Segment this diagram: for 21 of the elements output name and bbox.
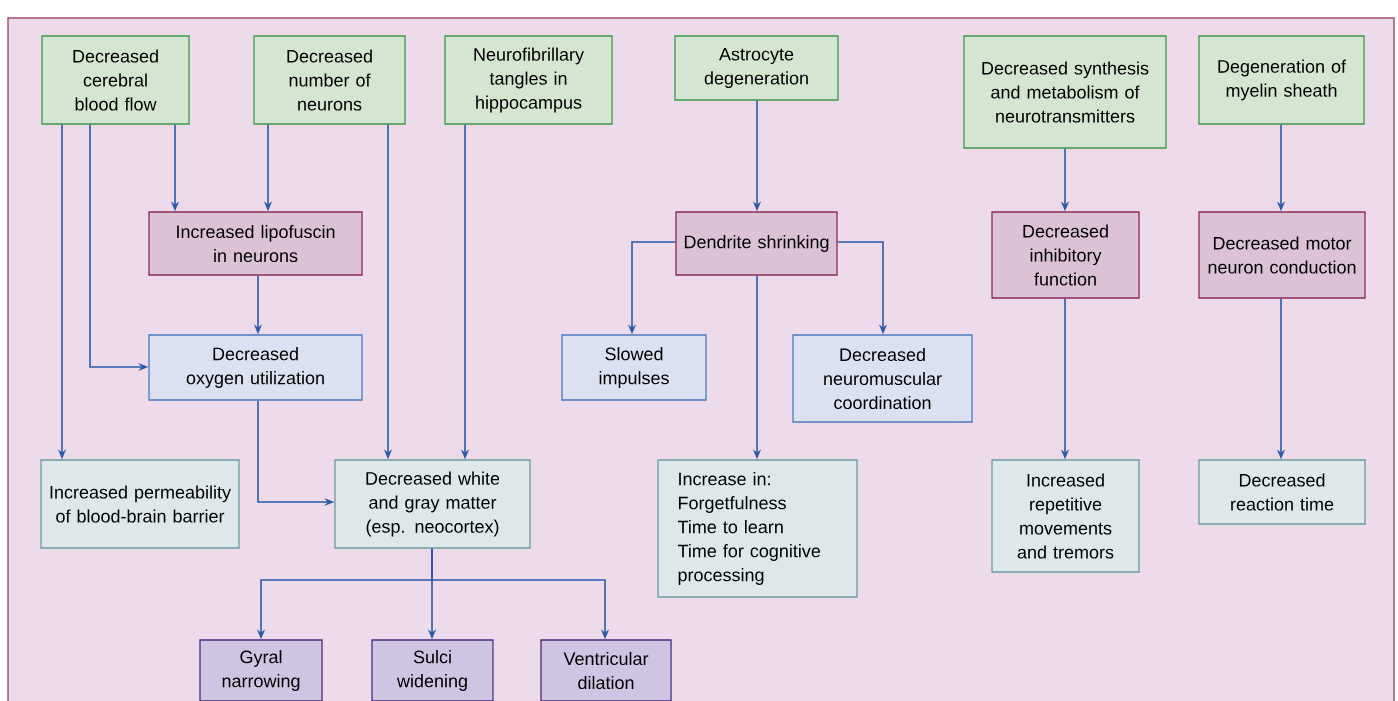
- effect-box: Decreased reaction time: [1198, 459, 1366, 525]
- change-box: Slowed impulses: [561, 334, 707, 401]
- cause-box: Decreased cerebral blood flow: [41, 35, 190, 125]
- effect-box: Decreased white and gray matter (esp. neocortex): [334, 459, 531, 549]
- change-box: Dendrite shrinking: [675, 211, 838, 276]
- change-box: Decreased oxygen utilization: [148, 334, 363, 401]
- change-box: Decreased neuromuscular coordination: [792, 334, 973, 423]
- change-box: Increased lipofuscin in neurons: [148, 211, 363, 276]
- effect-box: Increased repetitive movements and tremors: [991, 459, 1140, 573]
- effect-box: Gyral narrowing: [199, 639, 323, 701]
- cause-box: Decreased number of neurons: [253, 35, 406, 125]
- effect-box: Ventricular dilation: [540, 639, 672, 701]
- cause-box: Neurofibrillary tangles in hippocampus: [444, 35, 613, 125]
- cause-box: Astrocyte degeneration: [674, 35, 839, 101]
- cause-box: Degeneration of myelin sheath: [1198, 35, 1365, 125]
- effect-box: Increased permeability of blood-brain barrier: [40, 459, 240, 549]
- cause-box: Decreased synthesis and metabolism of neurotransmitters: [963, 35, 1167, 149]
- change-box: Decreased inhibitory function: [991, 211, 1140, 299]
- effect-box: Sulci widening: [371, 639, 494, 701]
- change-box: Decreased motor neuron conduction: [1198, 211, 1366, 299]
- effect-box: Increase in: Forgetfulness Time to learn Time for cognitive processing: [657, 459, 858, 598]
